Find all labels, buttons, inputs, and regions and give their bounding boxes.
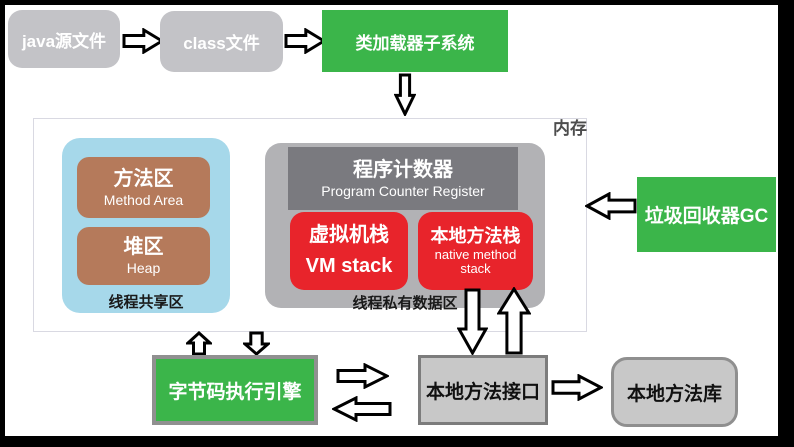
native-library-label: 本地方法库 — [626, 383, 722, 405]
heap-label-en: Heap — [126, 260, 161, 277]
gc-box: 垃圾回收器GC — [637, 177, 776, 252]
thread-private-zone-label: 线程私有数据区 — [352, 295, 458, 312]
thread-shared-zone-label: 线程共享区 — [108, 294, 184, 311]
bytecode-engine-label: 字节码执行引擎 — [168, 381, 302, 403]
class-file-box: class文件 — [160, 11, 283, 72]
heap-box: 堆区 Heap — [77, 227, 210, 285]
pc-register-box: 程序计数器 Program Counter Register — [288, 147, 518, 210]
memory-label: 内存 — [553, 119, 587, 138]
class-file-label: class文件 — [183, 34, 260, 53]
vm-stack-label-zh: 虚拟机栈 — [309, 224, 389, 246]
native-interface-label: 本地方法接口 — [425, 381, 540, 403]
native-interface-box: 本地方法接口 — [418, 355, 548, 425]
java-source-file-box: java源文件 — [8, 10, 120, 68]
native-library-box: 本地方法库 — [611, 357, 738, 427]
native-method-stack-label-en2: stack — [460, 260, 491, 276]
method-area-box: 方法区 Method Area — [77, 157, 210, 218]
pc-register-label-en: Program Counter Register — [321, 182, 485, 199]
heap-label-zh: 堆区 — [123, 236, 164, 259]
pc-register-label-zh: 程序计数器 — [353, 158, 453, 181]
vm-stack-box: 虚拟机栈 VM stack — [290, 212, 408, 290]
method-area-label-en: Method Area — [103, 191, 184, 208]
java-source-file-label: java源文件 — [21, 31, 107, 51]
gc-label: 垃圾回收器GC — [644, 206, 769, 227]
class-loader-box: 类加载器子系统 — [322, 10, 508, 72]
bytecode-engine-box: 字节码执行引擎 — [152, 355, 318, 425]
method-area-label-zh: 方法区 — [113, 167, 174, 190]
vm-stack-label-en: VM stack — [305, 255, 393, 277]
native-method-stack-box: 本地方法栈 native method stack — [418, 212, 533, 290]
class-loader-label: 类加载器子系统 — [355, 33, 475, 53]
native-method-stack-label-zh: 本地方法栈 — [430, 225, 521, 246]
native-method-stack-label-en1: native method — [434, 246, 517, 262]
